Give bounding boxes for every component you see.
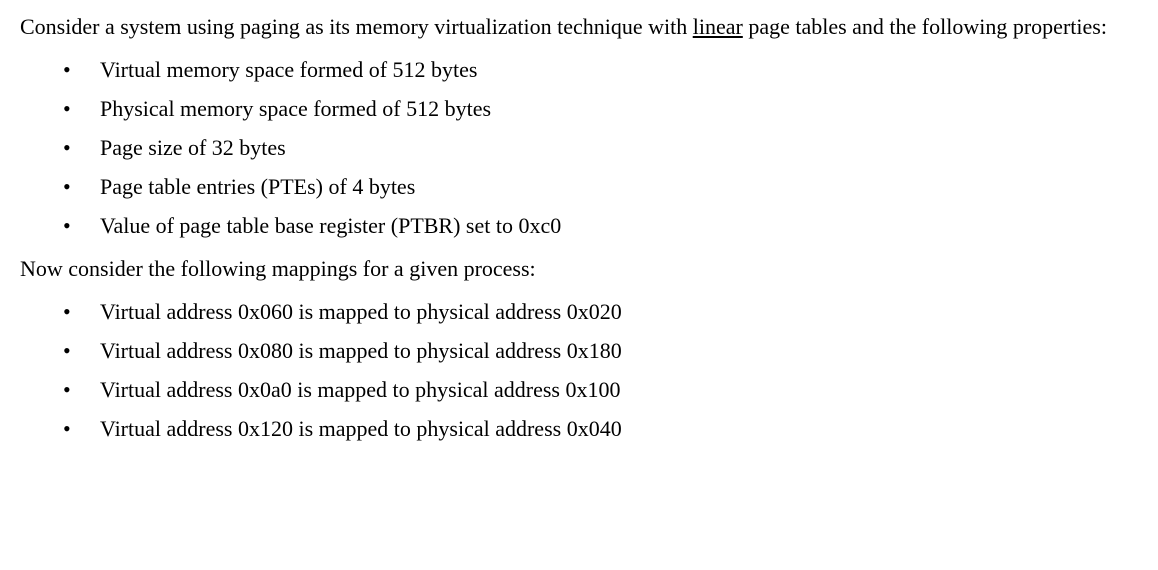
mapping-item-0x120: Virtual address 0x120 is mapped to physi… xyxy=(63,414,1134,444)
mappings-list: Virtual address 0x060 is mapped to physi… xyxy=(63,297,1134,444)
property-item-pte-size: Page table entries (PTEs) of 4 bytes xyxy=(63,172,1134,202)
intro-underlined-term: linear xyxy=(692,14,743,39)
intro-paragraph: Consider a system using paging as its me… xyxy=(20,12,1134,42)
property-item-ptbr: Value of page table base register (PTBR)… xyxy=(63,211,1134,241)
intro-text-after: page tables and the following properties… xyxy=(742,14,1107,39)
property-item-virtual-memory: Virtual memory space formed of 512 bytes xyxy=(63,55,1134,85)
mapping-item-0x060: Virtual address 0x060 is mapped to physi… xyxy=(63,297,1134,327)
property-item-physical-memory: Physical memory space formed of 512 byte… xyxy=(63,94,1134,124)
properties-list: Virtual memory space formed of 512 bytes… xyxy=(63,55,1134,241)
property-item-page-size: Page size of 32 bytes xyxy=(63,133,1134,163)
mapping-item-0x0a0: Virtual address 0x0a0 is mapped to physi… xyxy=(63,375,1134,405)
mapping-item-0x080: Virtual address 0x080 is mapped to physi… xyxy=(63,336,1134,366)
intro-text-before: Consider a system using paging as its me… xyxy=(20,14,693,39)
mappings-intro-paragraph: Now consider the following mappings for … xyxy=(20,256,536,281)
